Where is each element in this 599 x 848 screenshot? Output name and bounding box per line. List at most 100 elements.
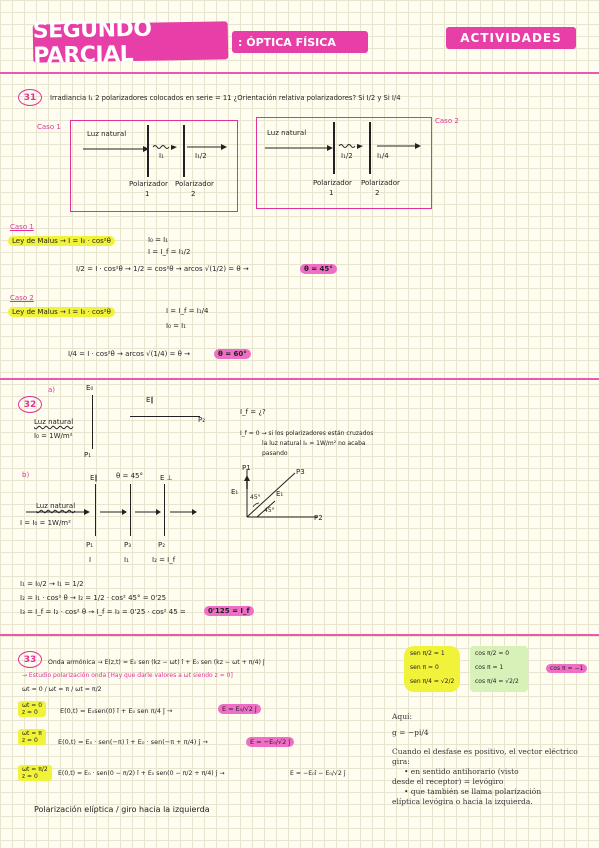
s31-c2-r1: I = I_f = I₁/4 <box>166 307 209 315</box>
s33-case2-cond-text: ωt = π z = 0 <box>22 730 42 744</box>
s32-b-theta: θ = 45° <box>116 472 144 480</box>
s32-line-1: I₁ = I₀/2 → I₁ = 1/2 <box>20 580 84 588</box>
s32-v-p3: P3 <box>296 468 305 476</box>
s32-v-p1: P1 <box>242 464 251 472</box>
s31-c2-title: Caso 2 <box>10 294 34 302</box>
s33-case3-cond: ωt = π/2 z = 0 <box>18 765 52 781</box>
caso2-pol2-num: 2 <box>375 189 380 197</box>
trig-cos-pi: cos π = −1 <box>546 664 588 673</box>
caso2-i1: I₁/2 <box>341 152 353 160</box>
s32-v-e2: E₁ <box>276 490 284 498</box>
s31-statement: Irradiancia I₁ 2 polarizadores colocados… <box>50 94 401 102</box>
section-31-number: 31 <box>18 89 42 106</box>
page-subtitle: : ÓPTICA FÍSICA <box>238 35 336 49</box>
caso1-i1: I₁ <box>159 152 164 160</box>
s33-case1-result: E = E₀/√2 ĵ <box>218 704 261 714</box>
page-title: SEGUNDO PARCIAL <box>32 16 152 69</box>
section-33-number: 33 <box>18 651 42 668</box>
s32-a-p2: P₂ <box>198 416 206 424</box>
s32-b-i-under: I <box>89 556 92 564</box>
trig-sin-3: sen π/4 = √2/2 <box>410 678 455 685</box>
s31-c1-eq: I/2 = I · cos²θ → 1/2 = cos²θ → arcos √(… <box>76 265 249 273</box>
trig-table-cos: cos π/2 = 0 cos π = 1 cos π/4 = √2/2 <box>470 646 528 692</box>
trig-cos-3: cos π/4 = √2/2 <box>475 678 519 685</box>
s32-v-45b: 45° <box>264 507 275 514</box>
s32-v-45a: 45° <box>250 494 261 501</box>
caso1-pol2-num: 2 <box>191 190 196 198</box>
caso1-diagram-box: Luz natural I₁ I₁/2 Polarizador Polariza… <box>70 120 238 212</box>
s31-c1-answer: θ = 45° <box>300 264 337 274</box>
caso2-i1-quarter: I₁/4 <box>377 152 389 160</box>
divider-31-32 <box>0 378 599 380</box>
caso1-arrows <box>83 144 227 152</box>
caso1-polarizer-1 <box>147 125 149 177</box>
s31-c2-r2: I₀ = I₁ <box>166 322 187 330</box>
subtitle-banner: : ÓPTICA FÍSICA <box>232 31 368 53</box>
caso1-pol2: Polarizador <box>175 180 214 188</box>
explain-line-5: • que también se llama polarización <box>404 787 542 796</box>
s32-b-label: b) <box>22 471 30 479</box>
s32-b-p3: P₃ <box>124 541 132 549</box>
divider-top <box>0 72 599 74</box>
activities-badge: ACTIVIDADES <box>446 27 576 49</box>
s32-a-p1: P₁ <box>84 451 92 459</box>
s33-case1-cond: ωt = 0 z = 0 <box>18 701 47 717</box>
trig-sin-2: sen π = 0 <box>410 664 439 671</box>
explain-g: g = −pi/4 <box>392 728 429 737</box>
caso1-pol1-num: 1 <box>145 190 150 198</box>
s31-c2-eq: I/4 = I · cos²θ → arcos √(1/4) = θ → <box>68 350 191 358</box>
s32-b-polarizer-3 <box>130 484 131 536</box>
explain-line-4: desde el receptor) = levógiro <box>392 777 504 786</box>
s32-a-label: a) <box>48 386 56 394</box>
s32-if-answer-3: pasando <box>262 450 288 457</box>
s32-if-answer-1: I_f = 0 → si los polarizadores están cru… <box>240 430 374 437</box>
s32-vector-diagram <box>244 469 317 518</box>
caso2-polarizer-2 <box>369 122 371 174</box>
s33-case2-result: E = −E₀/√2 ĵ <box>246 737 295 747</box>
s31-caso2-label: Caso 2 <box>435 117 459 125</box>
s31-c1-r1: I₀ = I₁ <box>148 236 169 244</box>
explain-line-1: Cuando el desfase es positivo, el vector… <box>392 747 578 756</box>
s31-c1-r2: I = I_f = I₁/2 <box>148 248 191 256</box>
s32-b-luz-natural: Luz natural <box>36 502 76 510</box>
s33-estudio: → Estudio polarización onda [Hay que dar… <box>22 672 233 679</box>
explain-aqui: Aquí: <box>392 712 412 721</box>
caso1-polarizer-2 <box>183 125 185 177</box>
s31-c2-law: Ley de Malus → I = I₀ · cos²θ <box>8 307 115 317</box>
s33-case1-eq: E(0,t) = E₀sen(0) î + E₀ sen π/4 ĵ → <box>60 707 173 715</box>
s31-c2-answer: θ = 60° <box>214 349 251 359</box>
trig-sin-1: sen π/2 = 1 <box>410 650 445 657</box>
s32-b-i-eq: I = I₀ = 1W/m² <box>20 519 71 527</box>
s32-line-1-text: I₁ = I₀/2 → I₁ = 1/2 <box>20 580 84 588</box>
divider-32-33 <box>0 634 599 636</box>
s32-b-eperp: E ⊥ <box>160 474 173 482</box>
explain-line-3: • en sentido antihorario (visto <box>404 767 519 776</box>
s33-onda: Onda armónica → E(z,t) = E₀ sen (kz − ωt… <box>48 659 265 666</box>
title-banner: SEGUNDO PARCIAL <box>33 17 229 69</box>
s32-b-e0: E∥ <box>90 474 98 482</box>
s33-case3-eq: E(0,t) = E₀ · sen(0 − π/2) î + E₀ sen(0 … <box>58 770 225 777</box>
s33-case2-cond: ωt = π z = 0 <box>18 729 46 745</box>
s31-c1-law: Ley de Malus → I = I₀ · cos²θ <box>8 236 115 246</box>
s33-case1-cond-text: ωt = 0 z = 0 <box>22 702 43 716</box>
s33-case3-cond-text: ωt = π/2 z = 0 <box>22 766 48 780</box>
s32-b-p1: P₁ <box>86 541 94 549</box>
caso2-diagram-box: Luz natural I₁/2 I₁/4 Polarizador Polari… <box>256 117 432 209</box>
s32-if-answer-2: la luz natural I₀ = 1W/m² no acaba <box>262 440 366 447</box>
s31-caso1-label: Caso 1 <box>37 123 61 131</box>
trig-table-sin: sen π/2 = 1 sen π = 0 sen π/4 = √2/2 <box>404 646 460 692</box>
s33-case3-result: E = −E₀î − E₀/√2 ĵ <box>290 770 346 777</box>
explain-line-2: gira: <box>392 757 410 766</box>
caso2-pol1: Polarizador <box>313 179 352 187</box>
s32-if-question: I_f = ¿? <box>240 408 266 416</box>
section-32-number: 32 <box>18 396 42 413</box>
trig-cos-2: cos π = 1 <box>475 664 504 671</box>
caso2-polarizer-1 <box>333 122 335 174</box>
s33-wt-line: ωt = 0 / ωt = π / ωt = π/2 <box>22 686 102 693</box>
s31-c1-title: Caso 1 <box>10 223 34 231</box>
s32-b-arrows <box>26 509 197 515</box>
s32-a-polarizer-2 <box>130 416 200 417</box>
caso2-arrows <box>265 143 421 151</box>
s32-b-p2: P₂ <box>158 541 166 549</box>
s32-a-luz-natural: Luz natural <box>34 418 74 426</box>
